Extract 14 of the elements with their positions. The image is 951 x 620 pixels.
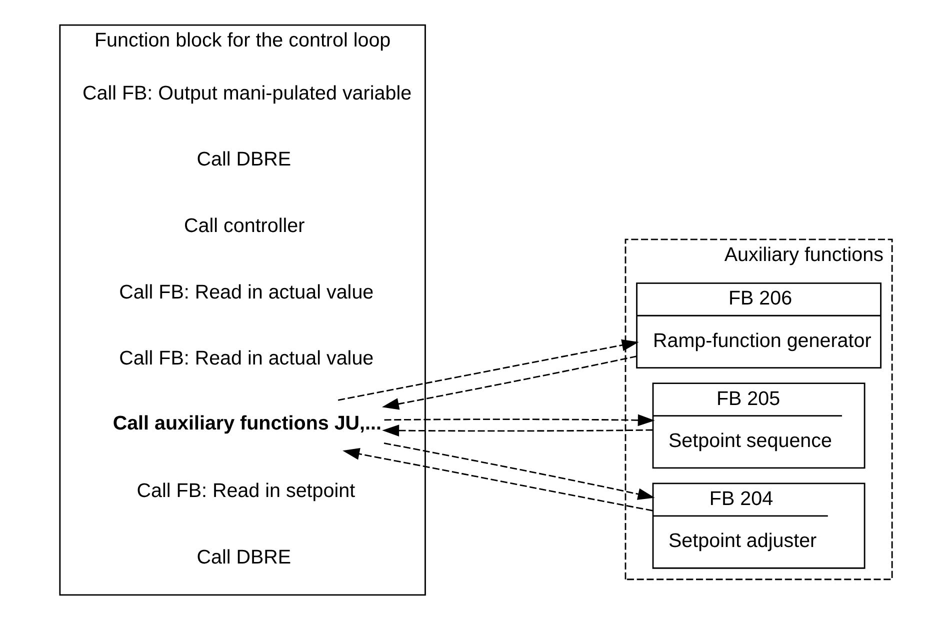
node-text: Call FB: Output mani-pulated variable <box>82 82 412 104</box>
arrow <box>383 442 654 500</box>
arrow <box>382 424 652 436</box>
arrow <box>337 339 638 401</box>
node-text: Call auxiliary functions JU,... <box>112 412 382 434</box>
arrow <box>381 356 636 410</box>
arrow <box>342 448 652 512</box>
arrow <box>384 414 654 426</box>
node-text: Call DBRE <box>196 148 291 171</box>
node-text: Call FB: Read in actual value <box>118 281 374 304</box>
node-text: Call FB: Read in actual value <box>118 348 374 370</box>
node-text: Call DBRE <box>196 546 291 568</box>
node-text: Call FB: Read in setpoint <box>136 480 355 502</box>
node-text: Call controller <box>184 215 304 238</box>
